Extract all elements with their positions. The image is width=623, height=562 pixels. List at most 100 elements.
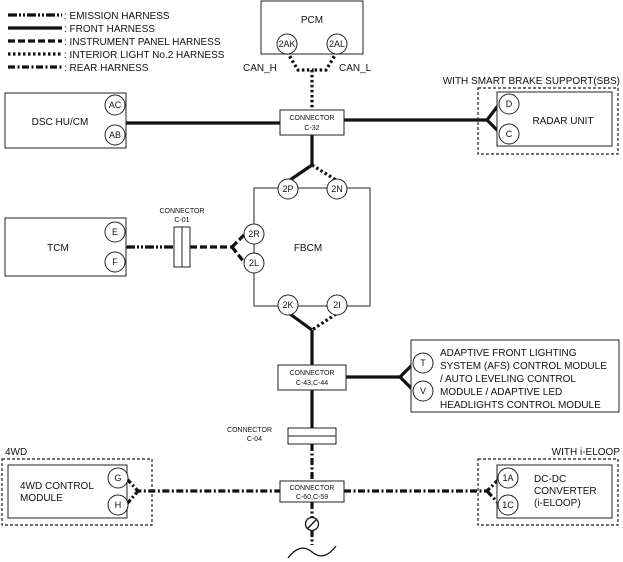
tcm-pin-e bbox=[104, 221, 126, 243]
afs-label-line3: / AUTO LEVELING CONTROL bbox=[440, 374, 576, 385]
wire-fbcm-2n bbox=[311, 163, 337, 182]
dsc-module: DSC HU/CM AC AB bbox=[4, 92, 127, 149]
connector-c01-line2: C-01 bbox=[174, 217, 189, 224]
wire-fbcm-2l bbox=[230, 246, 246, 263]
fourwd-box bbox=[7, 464, 128, 519]
connector-c32-line1: CONNECTOR bbox=[290, 115, 335, 122]
fourwd-pin-h-label: H bbox=[115, 500, 122, 510]
connector-c32-line2: C-32 bbox=[304, 125, 319, 132]
ieloop-pin-1a bbox=[497, 467, 519, 489]
afs-label-line1: ADAPTIVE FRONT LIGHTING bbox=[440, 348, 577, 359]
fbcm-box bbox=[253, 187, 371, 307]
sbs-radar-module: WITH SMART BRAKE SUPPORT(SBS) RADAR UNIT… bbox=[443, 76, 620, 155]
connector-c60-line2: C-60,C-59 bbox=[296, 494, 328, 501]
connector-c60-line1: CONNECTOR bbox=[290, 485, 335, 492]
fourwd-dashed-frame bbox=[1, 458, 153, 526]
fourwd-pin-h bbox=[107, 494, 129, 516]
sbs-caption: WITH SMART BRAKE SUPPORT(SBS) bbox=[443, 76, 620, 87]
tcm-module: TCM E F bbox=[4, 217, 127, 277]
afs-pin-v-label: V bbox=[420, 386, 426, 396]
sbs-dashed-frame bbox=[477, 87, 619, 155]
wire-eloop-1a bbox=[344, 476, 502, 493]
wire-radar-d bbox=[344, 102, 502, 122]
dsc-label: DSC HU/CM bbox=[32, 117, 89, 128]
wire-4wd-g bbox=[124, 476, 280, 493]
fbcm-pin-2k bbox=[277, 294, 299, 316]
connector-c04: CONNECTOR C-04 bbox=[227, 427, 337, 445]
fbcm-pin-2n bbox=[326, 178, 348, 200]
fbcm-pin-2l-label: 2L bbox=[249, 258, 259, 268]
wire-fbcm-2i bbox=[311, 312, 337, 332]
tcm-pin-e-label: E bbox=[112, 227, 118, 237]
connector-c04-line1: CONNECTOR bbox=[227, 427, 272, 434]
afs-box bbox=[410, 339, 620, 413]
fourwd-label-line2: MODULE bbox=[20, 493, 63, 504]
wire-fbcm-2k bbox=[289, 312, 313, 332]
connector-c01-line1: CONNECTOR bbox=[160, 208, 205, 215]
fbcm-label: FBCM bbox=[294, 243, 322, 254]
ieloop-pin-1c-label: 1C bbox=[502, 500, 514, 510]
dsc-pin-ac bbox=[104, 94, 126, 116]
pcm-box bbox=[260, 0, 364, 55]
radar-pin-c bbox=[498, 123, 520, 145]
can-h-label: CAN_H bbox=[243, 63, 277, 74]
pcm-pin-2al-label: 2AL bbox=[329, 39, 345, 49]
legend-label-emission: : EMISSION HARNESS bbox=[64, 11, 170, 22]
legend-label-interior-light: : INTERIOR LIGHT No.2 HARNESS bbox=[64, 50, 225, 61]
wire-pcm-2al bbox=[312, 51, 339, 72]
legend-label-instrument-panel: : INSTRUMENT PANEL HARNESS bbox=[64, 37, 221, 48]
afs-pin-v bbox=[412, 380, 434, 402]
pcm-pin-2ak-label: 2AK bbox=[278, 39, 295, 49]
fourwd-module: 4WD 4WD CONTROL MODULE G H bbox=[1, 447, 153, 526]
afs-label-line5: HEADLIGHTS CONTROL MODULE bbox=[440, 400, 601, 411]
connector-c43-line2: C-43,C-44 bbox=[296, 380, 328, 387]
fbcm-pin-2k-label: 2K bbox=[282, 300, 293, 310]
ieloop-pin-1a-label: 1A bbox=[502, 473, 513, 483]
pcm-pin-2al bbox=[326, 33, 348, 55]
termination-symbol bbox=[287, 516, 337, 559]
wire-fbcm-2p bbox=[289, 163, 313, 182]
fbcm-pin-2i bbox=[326, 294, 348, 316]
afs-label-line2: SYSTEM (AFS) CONTROL MODULE bbox=[440, 361, 607, 372]
fourwd-label-line1: 4WD CONTROL bbox=[20, 481, 94, 492]
legend: : EMISSION HARNESS : FRONT HARNESS : INS… bbox=[8, 11, 225, 74]
afs-pin-t bbox=[412, 352, 434, 374]
afs-label-line4: MODULE / ADAPTIVE LED bbox=[440, 387, 562, 398]
dsc-pin-ac-label: AC bbox=[109, 100, 122, 110]
wire-afs-t bbox=[346, 361, 416, 379]
connector-c43-line1: CONNECTOR bbox=[290, 370, 335, 377]
termination-slash bbox=[306, 518, 318, 530]
ieloop-label-line1: DC-DC bbox=[534, 474, 566, 485]
legend-label-rear: : REAR HARNESS bbox=[64, 63, 149, 74]
ieloop-caption: WITH i-ELOOP bbox=[552, 447, 621, 458]
tcm-pin-f-label: F bbox=[112, 257, 118, 267]
connector-c43-box bbox=[277, 364, 347, 391]
connector-c43-c44: CONNECTOR C-43,C-44 bbox=[277, 364, 347, 391]
fbcm-pin-2p bbox=[277, 178, 299, 200]
connector-c01: CONNECTOR C-01 bbox=[160, 208, 205, 268]
tcm-label: TCM bbox=[47, 243, 69, 254]
ieloop-dashed-frame bbox=[477, 458, 619, 526]
fbcm-pin-2r-label: 2R bbox=[248, 229, 260, 239]
tcm-pin-f bbox=[104, 251, 126, 273]
fbcm-module: FBCM 2P 2N 2R 2L 2K 2I bbox=[243, 178, 371, 316]
radar-pin-d bbox=[498, 93, 520, 115]
pcm-label: PCM bbox=[301, 15, 323, 26]
radar-pin-c-label: C bbox=[506, 129, 513, 139]
ieloop-pin-1c bbox=[497, 494, 519, 516]
wire-pcm-2ak bbox=[285, 51, 314, 110]
ieloop-label-line2: CONVERTER bbox=[534, 486, 597, 497]
fourwd-pin-g bbox=[107, 467, 129, 489]
radar-label: RADAR UNIT bbox=[532, 116, 593, 127]
pcm-pin-2ak bbox=[276, 33, 298, 55]
fbcm-pin-2p-label: 2P bbox=[282, 184, 293, 194]
connector-c32: CONNECTOR C-32 bbox=[279, 109, 345, 136]
wire-dsc-ac bbox=[112, 104, 280, 125]
pcm-module: PCM 2AK 2AL CAN_H CAN_L bbox=[243, 0, 372, 74]
ieloop-module: WITH i-ELOOP 1A 1C DC-DC CONVERTER (i-EL… bbox=[477, 447, 621, 526]
connector-c60-box bbox=[279, 480, 345, 503]
dsc-pin-ab bbox=[104, 124, 126, 146]
fbcm-pin-2r bbox=[243, 223, 265, 245]
afs-pin-t-label: T bbox=[420, 358, 426, 368]
